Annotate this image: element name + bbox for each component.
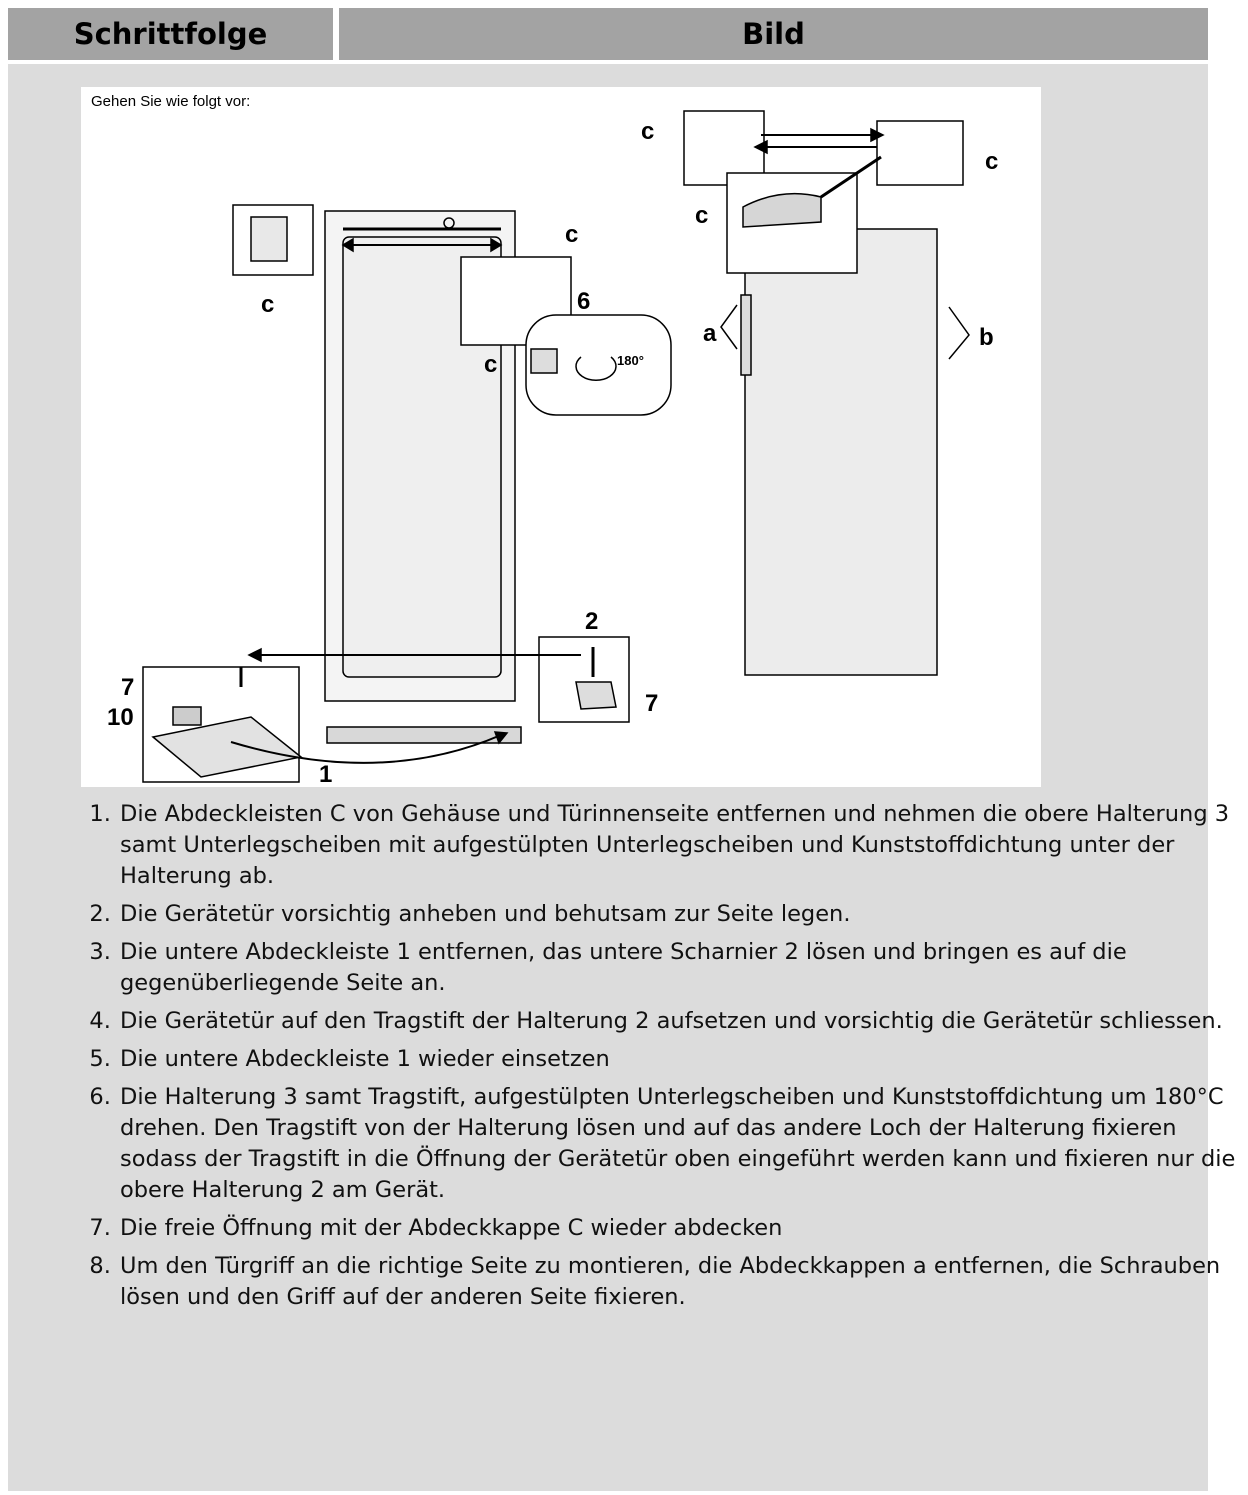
column-header-steps: Schrittfolge (8, 8, 333, 60)
step-item: Die untere Abdeckleiste 1 entfernen, das… (118, 937, 1248, 999)
callout-top-cover-right (876, 120, 964, 186)
label-7-right: 7 (645, 690, 658, 717)
column-header-image: Bild (339, 8, 1208, 60)
step-item: Die Gerätetür auf den Tragstift der Halt… (118, 1006, 1248, 1037)
label-6: 6 (577, 288, 590, 315)
label-a: a (703, 320, 717, 347)
bottom-cover-strip (326, 726, 522, 744)
label-b: b (979, 324, 994, 351)
figure-intro-text: Gehen Sie wie folgt vor: (91, 93, 251, 110)
label-10: 10 (107, 704, 134, 731)
label-c-rotation: c (484, 351, 497, 378)
assembly-figure: Gehen Sie wie folgt vor: (81, 87, 1041, 788)
label-2: 2 (585, 608, 598, 635)
label-c-hinge: c (565, 221, 578, 248)
step-item: Die Halterung 3 samt Tragstift, aufgestü… (118, 1082, 1248, 1206)
step-item: Um den Türgriff an die richtige Seite zu… (118, 1251, 1248, 1313)
label-c-top-left: c (641, 118, 654, 145)
label-180-degrees: 180° (617, 353, 644, 368)
label-c-top-right: c (985, 148, 998, 175)
instruction-steps: Die Abdeckleisten C von Gehäuse und Türi… (60, 799, 1248, 1320)
label-c-removal: c (695, 202, 708, 229)
document-page: Schrittfolge Bild Gehen Sie wie folgt vo… (0, 0, 1209, 1495)
step-item: Die untere Abdeckleiste 1 wieder einsetz… (118, 1044, 1248, 1075)
callout-hinge-rotation (525, 314, 672, 416)
label-c-cap: c (261, 291, 274, 318)
door-reversal-diagram: c c c 6 c c c a b 2 7 7 10 1 180° (107, 110, 998, 788)
step-item: Die freie Öffnung mit der Abdeckkappe C … (118, 1213, 1248, 1244)
label-7-left: 7 (121, 674, 134, 701)
step-item: Die Gerätetür vorsichtig anheben und beh… (118, 899, 1248, 930)
label-1: 1 (319, 761, 332, 788)
appliance-door-gasket (342, 236, 502, 678)
door-handle (740, 294, 752, 376)
step-item: Die Abdeckleisten C von Gehäuse und Türi… (118, 799, 1248, 892)
door-side-view (744, 228, 938, 676)
